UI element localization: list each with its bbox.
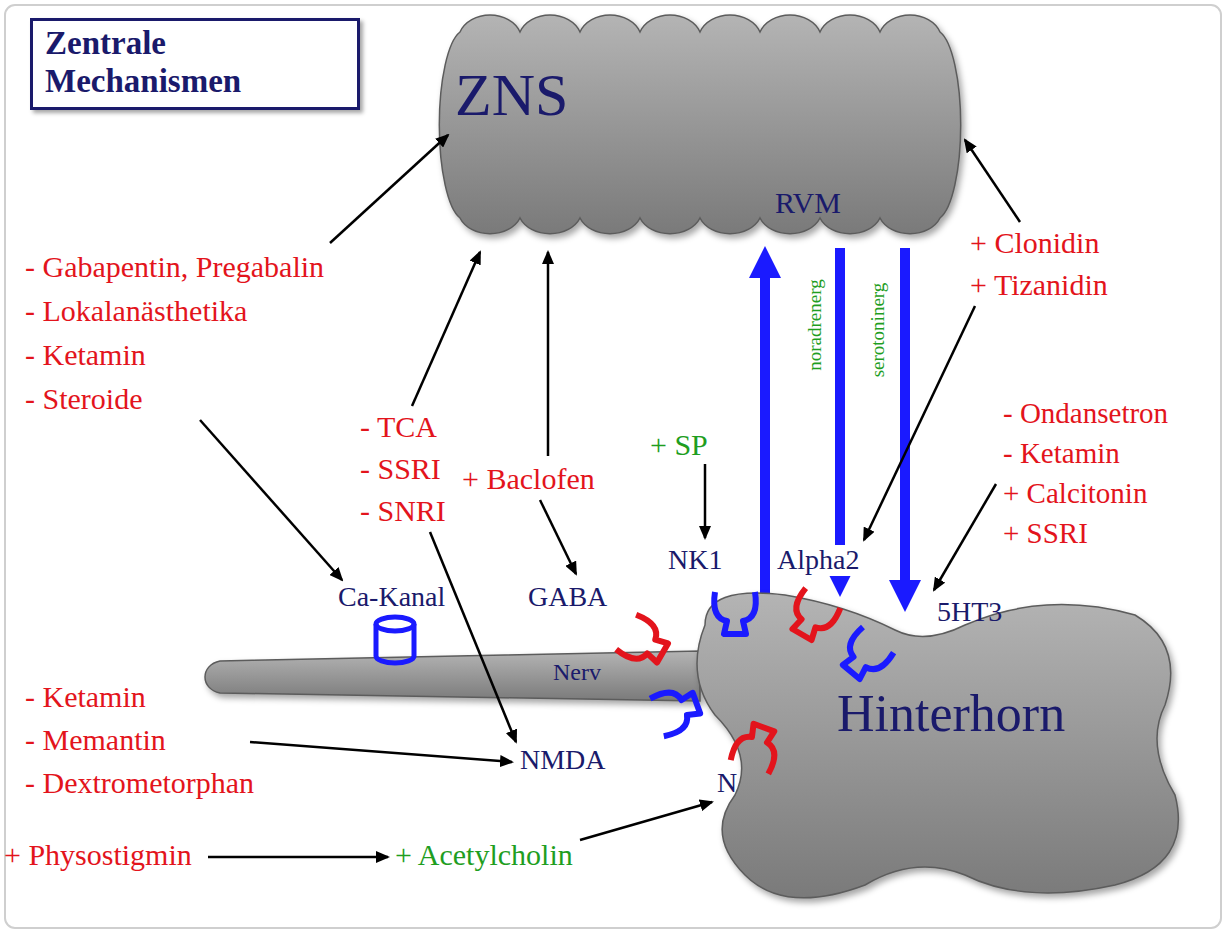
- nicotinic-receptor: [730, 720, 783, 774]
- drug-label: - Ondansetron: [1003, 398, 1168, 430]
- page-frame: [5, 5, 1221, 928]
- pointer-arrow: [540, 500, 576, 574]
- drug-label: - SSRI: [360, 452, 441, 485]
- drug-label: + Tizanidin: [970, 268, 1108, 301]
- title-box: Zentrale Mechanismen: [30, 18, 360, 110]
- receptor-label: NMDA: [520, 745, 606, 776]
- nk1-receptor: [714, 592, 756, 634]
- diagram-title: Zentrale Mechanismen: [45, 25, 260, 101]
- channel-body: [376, 624, 414, 663]
- pathway-arrow: [749, 246, 781, 593]
- pointer-arrow: [330, 135, 448, 243]
- drug-label: + SSRI: [1003, 518, 1088, 550]
- drug-label: - Dextrometorphan: [25, 766, 254, 799]
- arrow-shaft: [835, 248, 845, 565]
- drug-label: - Gabapentin, Pregabalin: [25, 250, 324, 283]
- pointer-arrow: [200, 420, 342, 580]
- arrow-shaft: [760, 278, 770, 593]
- node-label: ZNS: [455, 62, 568, 128]
- pointer-arrow: [965, 140, 1020, 222]
- pointer-arrow: [704, 464, 707, 538]
- nmda-receptor: [650, 684, 704, 737]
- pointer-arrow: [430, 532, 516, 742]
- pointer-arrow: [250, 742, 512, 762]
- receptor-label: Alpha2: [775, 545, 861, 576]
- pointer-arrow: [412, 252, 480, 406]
- node-label: Nerv: [553, 659, 601, 685]
- node-shape: [439, 15, 960, 234]
- arrow-head: [889, 580, 921, 612]
- pointer-arrow: [208, 856, 388, 859]
- drug-label: - Ketamin: [25, 680, 146, 713]
- drug-label: - TCA: [360, 410, 437, 443]
- pathway-label: serotoninerg: [868, 283, 889, 378]
- pointer-arrow: [547, 252, 550, 456]
- receptor-label: Ca-Kanal: [338, 582, 445, 613]
- pointer-arrow: [580, 802, 712, 840]
- receptor-label: NK1: [668, 545, 722, 576]
- drug-label: - Memantin: [25, 723, 166, 756]
- node-sublabel: RVM: [775, 186, 841, 219]
- drug-label: + Baclofen: [462, 462, 595, 495]
- cns-cloud: ZNS RVM: [430, 0, 970, 248]
- pathway-label: noradrenerg: [805, 279, 826, 370]
- drug-label: - Steroide: [25, 382, 142, 415]
- receptor-label: 5HT3: [937, 597, 1002, 628]
- drug-label: - SNRI: [360, 494, 446, 527]
- drug-label: - Ketamin: [25, 338, 146, 371]
- channel-top: [376, 617, 414, 631]
- drug-label: + Acetylcholin: [395, 838, 573, 871]
- drug-label: + SP: [650, 428, 708, 461]
- drug-label: + Calcitonin: [1003, 478, 1147, 510]
- pointer-arrows: [200, 135, 1020, 857]
- calcium-channel-symbol: [376, 617, 414, 663]
- 5ht3-receptor: [835, 626, 894, 685]
- arrow-head: [749, 246, 781, 278]
- receptor-symbols: [616, 588, 894, 774]
- node-label: Hinterhorn: [837, 685, 1065, 742]
- pointer-arrow: [934, 484, 996, 590]
- receptor-label: N: [717, 768, 737, 799]
- arrow-shaft: [900, 248, 910, 580]
- drug-label: - Ketamin: [1003, 438, 1120, 470]
- node-shape: [697, 593, 1178, 898]
- alpha2-receptor: [784, 588, 841, 645]
- drug-label: + Clonidin: [970, 226, 1099, 259]
- drug-label: + Physostigmin: [4, 838, 192, 871]
- gaba-receptor: [616, 614, 673, 671]
- drug-label: - Lokalanästhetika: [25, 294, 247, 327]
- receptor-label: GABA: [528, 582, 607, 613]
